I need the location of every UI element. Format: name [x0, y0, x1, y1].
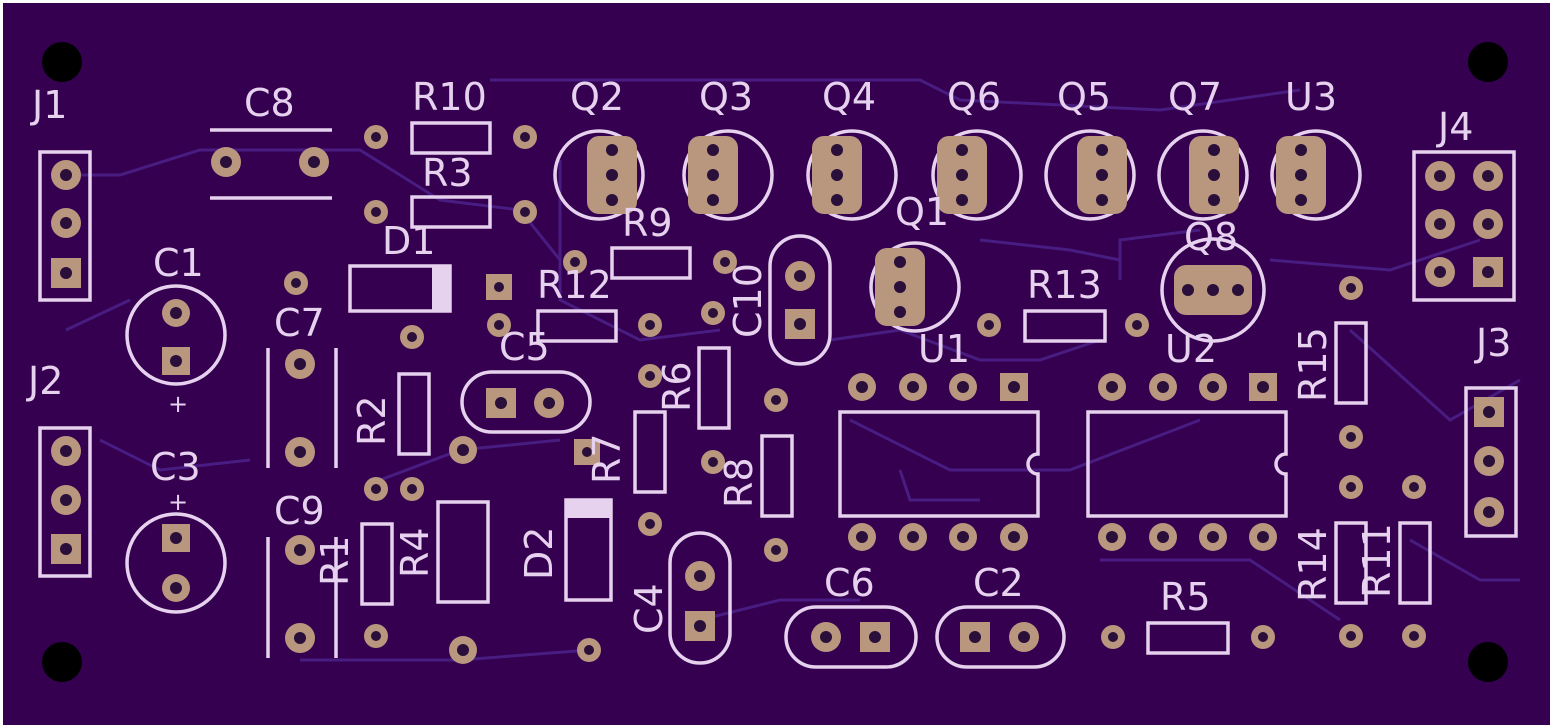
transistor-q8 [1160, 237, 1266, 343]
mounting-hole-top-right [1468, 42, 1508, 82]
label-q5: Q5 [1057, 75, 1111, 119]
label-q6: Q6 [947, 75, 1001, 119]
label-q4: Q4 [822, 75, 876, 119]
label-r2: R2 [350, 395, 394, 446]
label-r14: R14 [1291, 527, 1335, 602]
mounting-hole-bottom-right [1468, 642, 1508, 682]
capacitor-c7 [266, 348, 338, 468]
resistor-r12 [487, 309, 662, 343]
resistor-r9 [563, 246, 737, 280]
resistor-r15 [1334, 276, 1368, 449]
label-d2: D2 [517, 527, 561, 580]
label-c1: C1 [153, 241, 204, 285]
label-u1: U1 [918, 327, 970, 371]
mounting-hole-bottom-left [42, 642, 82, 682]
label-c9: C9 [274, 489, 325, 533]
transistor-q5 [1044, 129, 1136, 221]
capacitor-c10 [768, 234, 832, 366]
label-plus-c1: + [168, 390, 188, 418]
connector-j1 [38, 150, 92, 302]
label-q8: Q8 [1184, 215, 1238, 259]
label-r8: R8 [717, 457, 761, 508]
capacitor-c6 [784, 605, 918, 669]
label-q7: Q7 [1168, 75, 1222, 119]
resistor-r13 [977, 309, 1149, 343]
label-plus-c3: + [168, 488, 188, 516]
ic-u1 [838, 373, 1040, 551]
capacitor-c8 [210, 128, 332, 200]
transistor-q2 [553, 129, 645, 221]
resistor-r7 [633, 364, 667, 536]
transistor-q6 [931, 129, 1023, 221]
ic-u2 [1086, 373, 1288, 551]
mounting-hole-top-left [42, 42, 82, 82]
capacitor-c9 [266, 535, 338, 658]
label-q1: Q1 [895, 190, 949, 234]
resistor-r11 [1398, 475, 1432, 648]
label-r9: R9 [622, 201, 673, 245]
label-u3: U3 [1285, 75, 1337, 119]
label-c4: C4 [627, 583, 671, 634]
connector-j4 [1412, 150, 1516, 302]
label-r13: R13 [1027, 263, 1102, 307]
connector-j3 [1464, 386, 1518, 538]
diode-d1 [284, 264, 512, 313]
resistor-r14 [1334, 475, 1368, 648]
label-r10: R10 [412, 75, 487, 119]
label-r3: R3 [422, 151, 473, 195]
label-r15: R15 [1291, 327, 1335, 402]
board-substrate [3, 3, 1550, 725]
diode-d2 [564, 439, 613, 662]
label-j4: J4 [1436, 105, 1473, 149]
resistor-r2 [397, 325, 431, 501]
transistor-q1 [869, 241, 961, 333]
label-r12: R12 [537, 263, 612, 307]
label-d1: D1 [382, 219, 435, 263]
label-q3: Q3 [699, 75, 753, 119]
label-r1: R1 [313, 535, 357, 586]
label-r4: R4 [393, 527, 437, 578]
label-r5: R5 [1160, 575, 1211, 619]
label-r6: R6 [655, 361, 699, 412]
transistor-q3 [682, 129, 774, 221]
label-j1: J1 [30, 83, 67, 127]
transistor-q4 [806, 129, 898, 221]
connector-j2 [38, 426, 92, 578]
label-j2: J2 [26, 359, 63, 403]
capacitor-c5 [460, 370, 592, 434]
resistor-r8 [760, 388, 794, 562]
label-r11: R11 [1355, 523, 1399, 598]
resistor-r5 [1101, 621, 1275, 655]
label-q2: Q2 [570, 75, 624, 119]
label-c5: C5 [499, 325, 550, 369]
label-c10: C10 [726, 263, 770, 338]
capacitor-c4 [668, 531, 732, 665]
capacitor-c3 [125, 512, 227, 614]
resistor-r10 [364, 121, 537, 155]
label-c6: C6 [824, 561, 875, 605]
capacitor-c1 [125, 284, 227, 386]
silkscreen-labels: J1 J2 J3 J4 C8 C1 C3 C7 C9 C5 C6 C2 D1 R… [26, 75, 1511, 634]
label-c7: C7 [274, 301, 325, 345]
transistor-q7 [1157, 129, 1249, 221]
resistor-r6 [697, 301, 731, 474]
resistor-r1 [360, 477, 394, 648]
label-c8: C8 [244, 81, 295, 125]
resistor-r3 [364, 195, 537, 229]
copper-traces [65, 78, 1521, 662]
resistor-r4 [436, 436, 490, 664]
regulator-u3 [1270, 129, 1362, 221]
label-c3: C3 [150, 445, 201, 489]
label-c2: C2 [973, 561, 1024, 605]
capacitor-c2 [935, 605, 1066, 669]
label-u2: U2 [1165, 327, 1217, 371]
label-r7: R7 [585, 433, 629, 484]
label-j3: J3 [1474, 321, 1511, 365]
